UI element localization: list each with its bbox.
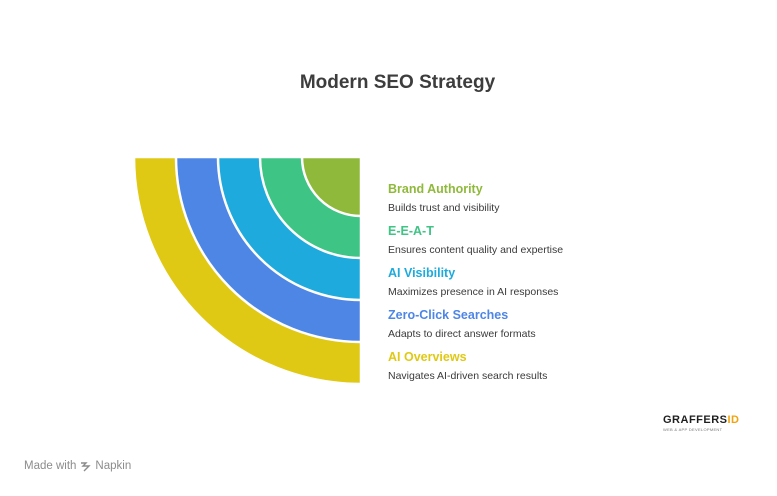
layer-description: Adapts to direct answer formats: [388, 328, 536, 340]
made-with-napkin[interactable]: Made with Napkin: [24, 460, 131, 472]
layer-label: E-E-A-T: [388, 224, 434, 238]
napkin-brand: Napkin: [95, 460, 132, 472]
layer-label: Brand Authority: [388, 182, 483, 196]
layer-description: Builds trust and visibility: [388, 202, 500, 214]
layer-item-zero-click-searches: Zero-Click Searches Adapts to direct ans…: [388, 308, 536, 341]
logo-id-text: ID: [727, 414, 740, 426]
layer-description: Navigates AI-driven search results: [388, 370, 548, 382]
layer-label: AI Visibility: [388, 266, 456, 280]
layer-item-brand-authority: Brand Authority Builds trust and visibil…: [388, 182, 499, 215]
logo-tagline: WEB & APP DEVELOPMENT: [663, 427, 723, 432]
layer-label: Zero-Click Searches: [388, 308, 509, 322]
made-with-text: Made with: [24, 460, 77, 472]
layer-item-ai-visibility: AI Visibility Maximizes presence in AI r…: [388, 266, 558, 299]
layer-description: Maximizes presence in AI responses: [388, 286, 559, 298]
napkin-icon: [81, 461, 92, 471]
layer-item-eeat: E-E-A-T Ensures content quality and expe…: [388, 224, 563, 257]
logo-main-text: GRAFFERS: [663, 414, 728, 426]
graffersid-logo: GRAFFERSID WEB & APP DEVELOPMENT: [663, 414, 740, 432]
layer-item-ai-overviews: AI Overviews Navigates AI-driven search …: [388, 350, 547, 383]
layer-description: Ensures content quality and expertise: [388, 244, 564, 256]
ring-brand-authority: [300, 155, 363, 218]
page-title: Modern SEO Strategy: [299, 72, 496, 93]
layer-label: AI Overviews: [388, 350, 467, 364]
